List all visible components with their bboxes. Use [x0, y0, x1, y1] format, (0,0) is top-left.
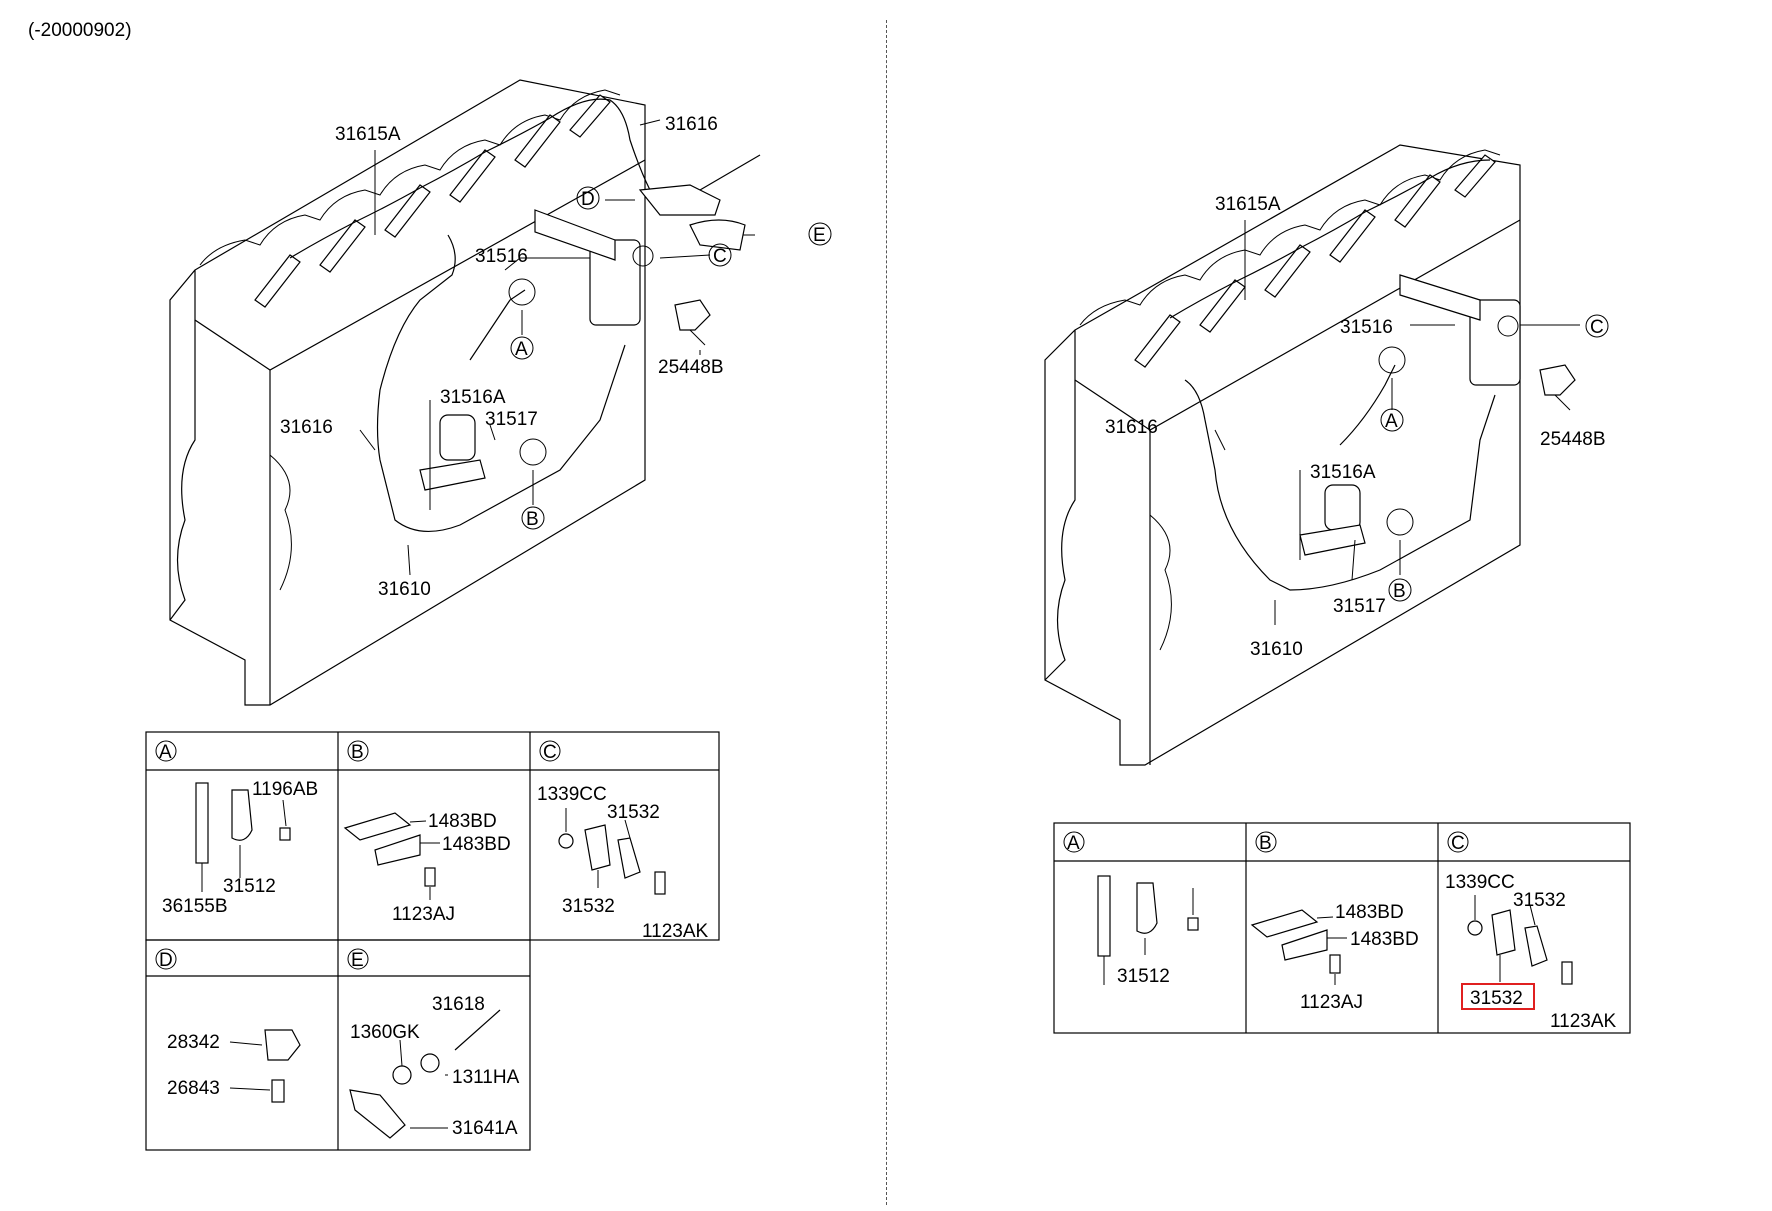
- right-table-header-c: C: [1451, 833, 1465, 854]
- part-1483bd-1: 1483BD: [428, 811, 497, 832]
- part-1196ab: 1196AB: [252, 779, 318, 800]
- part-31512-right: 31512: [1117, 966, 1170, 987]
- label-31516-right: 31516: [1340, 317, 1393, 338]
- table-header-b: B: [351, 742, 364, 763]
- right-callouts: C A B: [1380, 314, 1609, 602]
- part-1123ak-right: 1123AK: [1550, 1011, 1617, 1032]
- right-engine-drawing: [1044, 144, 1580, 766]
- label-31616-top: 31616: [665, 114, 718, 135]
- right-table-header-b: B: [1259, 833, 1272, 854]
- right-part-labels: 31615A 31516 31616 31516A 31517 31610 25…: [1105, 194, 1606, 660]
- left-callouts: D E C A B: [510, 186, 832, 530]
- part-26843: 26843: [167, 1078, 220, 1099]
- part-28342: 28342: [167, 1032, 220, 1053]
- callout-c-right: C: [1590, 317, 1604, 338]
- highlighted-part-box: [1461, 983, 1535, 1010]
- part-31532-top-right: 31532: [1513, 890, 1566, 911]
- label-31610: 31610: [378, 579, 431, 600]
- callout-a: A: [515, 339, 528, 360]
- label-31516a-right: 31516A: [1310, 462, 1376, 483]
- part-1483bd-right-1: 1483BD: [1335, 902, 1404, 923]
- part-1360gk: 1360GK: [350, 1022, 420, 1043]
- right-table-header-a: A: [1067, 833, 1080, 854]
- callout-b: B: [526, 509, 539, 530]
- callout-e: E: [813, 225, 826, 246]
- table-header-e: E: [351, 950, 364, 971]
- part-31512-left: 31512: [223, 876, 276, 897]
- part-1483bd-right-2: 1483BD: [1350, 929, 1419, 950]
- label-31615a-right: 31615A: [1215, 194, 1281, 215]
- callout-a-right: A: [1385, 411, 1398, 432]
- part-31532-bottom-left: 31532: [562, 896, 615, 917]
- label-31616-left: 31616: [280, 417, 333, 438]
- callout-b-right: B: [1393, 581, 1406, 602]
- part-31532-highlighted[interactable]: 31532: [1470, 988, 1523, 1009]
- label-31516: 31516: [475, 246, 528, 267]
- label-25448b-right: 25448B: [1540, 429, 1606, 450]
- part-1339cc-left: 1339CC: [537, 784, 607, 805]
- left-engine-drawing: [169, 79, 761, 706]
- label-25448b: 25448B: [658, 357, 724, 378]
- label-31516a: 31516A: [440, 387, 506, 408]
- part-31532-top-left: 31532: [607, 802, 660, 823]
- label-31517-right: 31517: [1333, 596, 1386, 617]
- part-1123ak-left: 1123AK: [642, 921, 709, 942]
- table-header-d: D: [159, 950, 173, 971]
- model-date-code: (-20000902): [28, 20, 132, 41]
- part-1483bd-2: 1483BD: [442, 834, 511, 855]
- part-31641a: 31641A: [452, 1118, 518, 1139]
- callout-d: D: [581, 189, 595, 210]
- center-divider: [886, 20, 887, 1205]
- label-31610-right: 31610: [1250, 639, 1303, 660]
- table-header-c: C: [543, 742, 557, 763]
- part-31618: 31618: [432, 994, 485, 1015]
- right-detail-table: A B C 31512 1483BD 1483BD 1123AJ: [1053, 822, 1631, 1034]
- left-detail-table: A B C D E 1196AB 31512 36155B: [145, 731, 720, 1151]
- part-1123aj: 1123AJ: [392, 904, 455, 925]
- callout-c: C: [713, 246, 727, 267]
- label-31616-right: 31616: [1105, 417, 1158, 438]
- part-1123aj-right: 1123AJ: [1300, 992, 1363, 1013]
- part-1311ha: 1311HA: [452, 1067, 520, 1088]
- label-31517: 31517: [485, 409, 538, 430]
- part-36155b: 36155B: [162, 896, 228, 917]
- table-header-a: A: [159, 742, 172, 763]
- part-1339cc-right: 1339CC: [1445, 872, 1515, 893]
- label-31615a: 31615A: [335, 124, 401, 145]
- left-part-labels: 31615A 31616 31516 31516A 31616 31517 31…: [280, 114, 724, 600]
